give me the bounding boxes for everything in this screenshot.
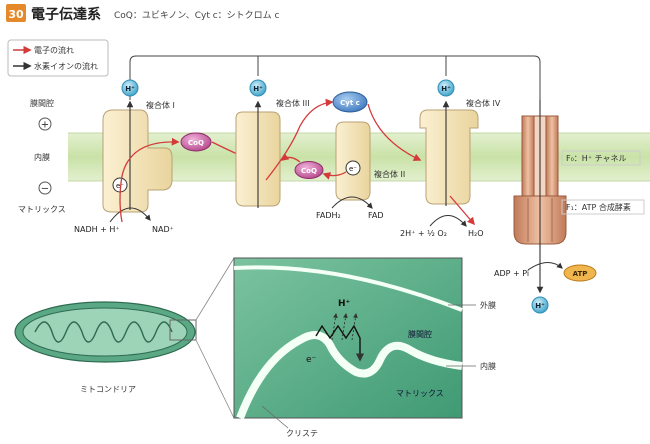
zoom-electron-label: e⁻ xyxy=(306,355,317,365)
electron-path-c4-water xyxy=(449,195,476,226)
zoom-inner-membrane-label: 内膜 xyxy=(480,361,496,371)
zoom-panel xyxy=(233,257,463,419)
zoom-line-top xyxy=(195,257,235,321)
proton-badge-c3 xyxy=(249,79,267,97)
f1-label: F₁：ATP 合成酵素 xyxy=(566,202,631,212)
minus-sign: − xyxy=(41,184,49,195)
electron-path-coq2-c3 xyxy=(280,153,301,163)
cytc-label: Cyt c xyxy=(340,99,360,107)
f0-channel-left xyxy=(521,115,535,197)
mito-cristae xyxy=(34,321,173,343)
zoom-box xyxy=(169,319,197,341)
electron-path-c2-coq xyxy=(322,171,347,180)
legend-electron-label: 電子の流れ xyxy=(34,45,74,55)
proton-label-c4: H⁺ xyxy=(441,85,451,93)
oxygen-arrow xyxy=(429,215,467,227)
page-subtitle: CoQ：ユビキノン、Cyt c：シトクロム c xyxy=(114,10,280,21)
header: 30 電子伝達系 CoQ：ユビキノン、Cyt c：シトクロム c xyxy=(6,4,280,23)
coq-2-label: CoQ xyxy=(301,167,317,175)
adp-arrow xyxy=(527,262,563,271)
f0-label: F₀：H⁺ チャネル xyxy=(566,154,627,163)
zoom-inter-space-label: 膜間腔 xyxy=(408,329,432,339)
complex-3: 複合体 III H⁺ xyxy=(235,79,310,208)
coq-2-badge xyxy=(294,161,324,179)
proton-label-synthase: H⁺ xyxy=(535,302,545,310)
atp-synthase: F₀：H⁺ チャネル F₁：ATP 合成酵素 xyxy=(513,100,645,294)
proton-label-c1: H⁺ xyxy=(125,85,135,93)
fad-label: FAD xyxy=(368,211,384,220)
proton-badge-c1 xyxy=(121,79,139,97)
plus-sign: + xyxy=(41,120,49,131)
complex-1-body xyxy=(102,109,173,213)
complex-1-label: 複合体 I xyxy=(146,100,175,110)
fadh2-label: FADH₂ xyxy=(316,211,341,220)
zoom-proton-label: H⁺ xyxy=(338,299,351,309)
cristae-label: クリステ xyxy=(286,429,318,438)
proton-badge-synthase xyxy=(531,296,549,314)
zoom-matrix-label: マトリックス xyxy=(396,389,444,398)
coq-badge xyxy=(180,132,212,152)
oxygen-label: 2H⁺ + ½ O₂ xyxy=(400,229,447,238)
zoom-proton-arrow-1 xyxy=(331,313,338,341)
atp-label: ATP xyxy=(573,270,588,278)
fadh2-arrow xyxy=(331,196,373,209)
nad-label: NAD⁺ xyxy=(152,225,174,234)
zoom-line-bottom xyxy=(195,339,235,419)
outer-membrane-label: 外膜 xyxy=(480,300,496,310)
proton-badge-c4 xyxy=(437,79,455,97)
plus-icon xyxy=(38,117,52,131)
electron-path-c1 xyxy=(119,137,180,223)
intermembrane-label: 膜間腔 xyxy=(30,98,54,108)
f0-label-box xyxy=(561,150,641,166)
nadh-label: NADH + H⁺ xyxy=(74,225,120,234)
mito-inner xyxy=(22,307,188,357)
page-title: 電子伝達系 xyxy=(31,6,101,23)
proton-label-c3: H⁺ xyxy=(253,85,263,93)
complex-2-label: 複合体 II xyxy=(374,169,405,179)
complex-3-label: 複合体 III xyxy=(276,98,310,108)
complex-2: 複合体 II e⁻ xyxy=(335,121,405,201)
electron-badge-c2 xyxy=(345,160,361,176)
zoom-proton-arrow-2 xyxy=(341,313,348,341)
complex-4-body xyxy=(419,109,479,205)
cristae-zoom-panel: H⁺ e⁻ 膜間腔 マトリックス xyxy=(233,257,463,420)
f1-label-box xyxy=(561,199,645,215)
header-badge xyxy=(6,4,26,22)
proton-return-path xyxy=(129,55,541,100)
zoom-proton-arrow-3 xyxy=(351,313,358,341)
electron-path-cytc-c4 xyxy=(367,103,422,161)
mitochondrion-overview: ミトコンドリア xyxy=(14,257,235,419)
electron-path-c3-cytc xyxy=(265,98,334,181)
inner-membrane-label: 内膜 xyxy=(34,152,50,162)
legend: 電子の流れ 水素イオンの流れ xyxy=(7,39,109,77)
complex-4-label: 複合体 IV xyxy=(466,98,501,108)
cytc-badge xyxy=(332,91,368,113)
zoom-electron-path xyxy=(315,324,365,362)
legend-box xyxy=(7,39,109,77)
water-label: H₂O xyxy=(468,229,484,238)
atp-badge xyxy=(563,264,597,282)
zoom-outer-membrane xyxy=(233,265,463,312)
complex-4: 複合体 IV H⁺ xyxy=(419,79,501,206)
zoom-inner-membrane xyxy=(236,331,463,420)
mito-label: ミトコンドリア xyxy=(80,385,136,394)
cristae-pointer xyxy=(261,405,289,429)
legend-proton-label: 水素イオンの流れ xyxy=(34,61,98,71)
matrix-label: マトリックス xyxy=(18,205,66,214)
f0-channel-right xyxy=(545,115,559,197)
minus-icon xyxy=(38,181,52,195)
electron-label-c2: e⁻ xyxy=(349,165,357,173)
adp-label: ADP + Pi xyxy=(494,269,529,278)
header-badge-text: 30 xyxy=(8,8,24,21)
coq-label: CoQ xyxy=(188,139,204,147)
nadh-arrow xyxy=(109,207,151,223)
